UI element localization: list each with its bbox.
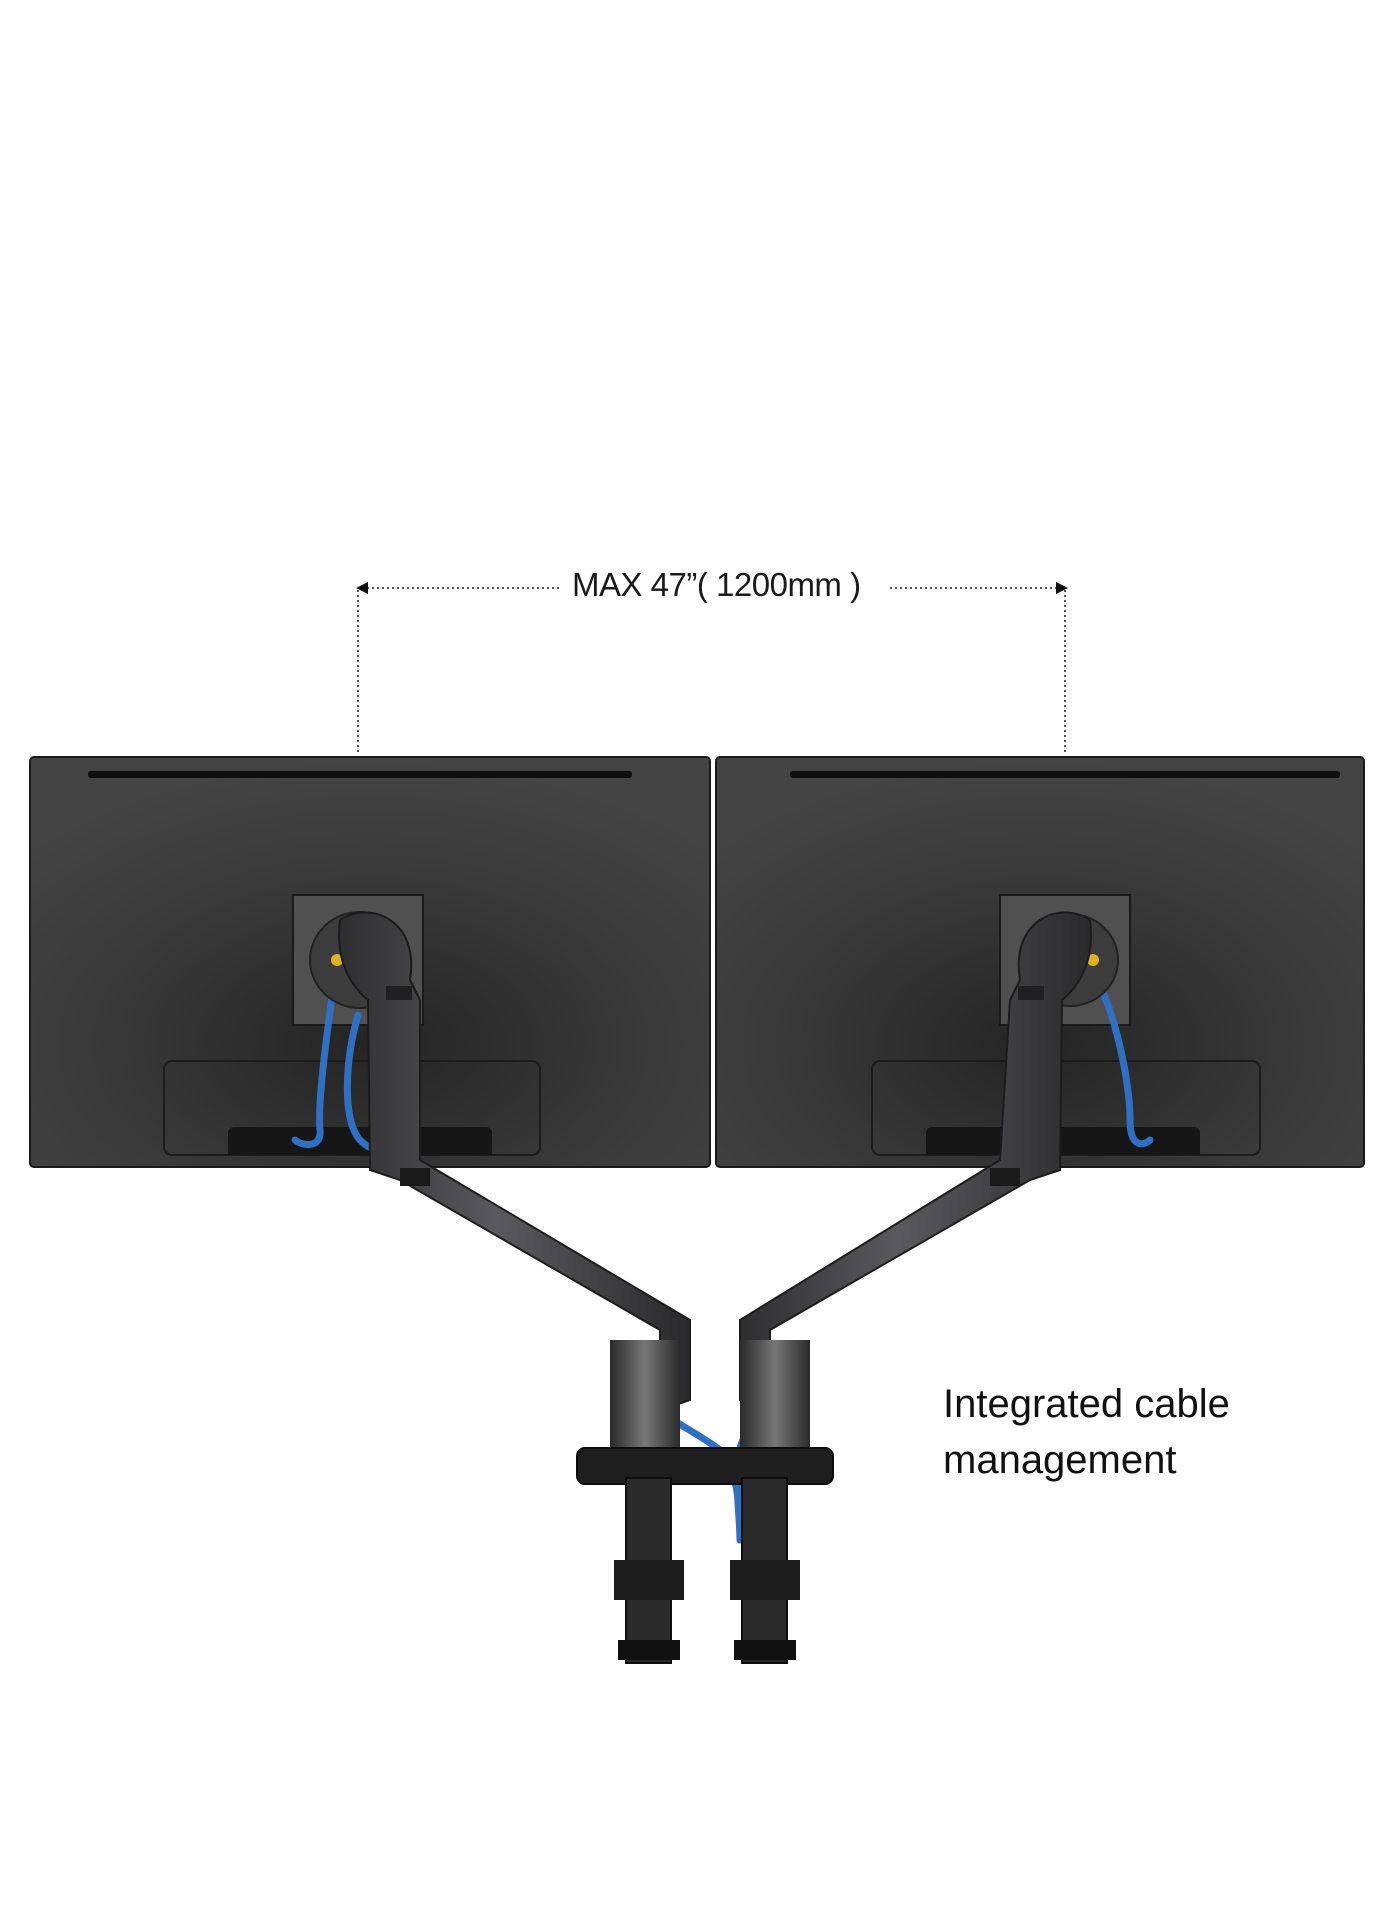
- dimension-indicator: [356, 582, 1068, 755]
- tension-knob-icon: [1087, 954, 1099, 966]
- caption-line-2: management: [943, 1438, 1177, 1482]
- caption-line-1: Integrated cable: [943, 1382, 1230, 1426]
- left-arm: [309, 911, 691, 1450]
- max-width-label: MAX 47”( 1200mm ): [572, 566, 861, 603]
- feature-caption: Integrated cable management: [943, 1376, 1230, 1488]
- right-arm: [739, 911, 1119, 1450]
- desk-clamp-base: [576, 1447, 834, 1664]
- arrow-left-icon: [356, 582, 368, 594]
- arrow-right-icon: [1056, 582, 1068, 594]
- tension-knob-icon: [331, 954, 343, 966]
